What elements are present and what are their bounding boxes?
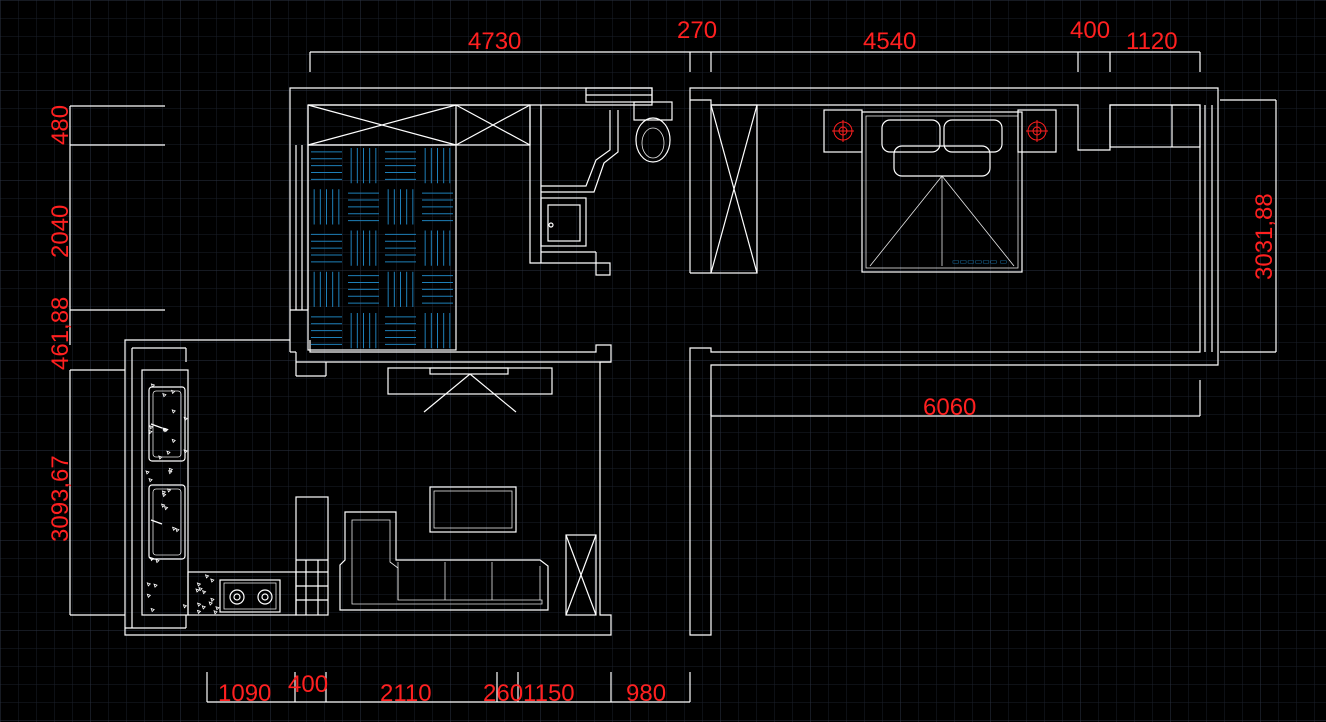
kitchen-sink-icon — [148, 386, 186, 462]
dim-top-270: 270 — [677, 17, 717, 44]
bedroom-closet — [689, 100, 758, 274]
shelf-left — [295, 496, 329, 616]
coffee-table-icon — [429, 486, 517, 533]
dim-left-480: 480 — [47, 105, 74, 145]
walls — [124, 87, 1219, 636]
kitchen-counter — [141, 369, 297, 616]
dim-bottom-2601150: 2601150 — [483, 680, 575, 707]
cabinet-right — [565, 534, 597, 616]
bed-label-text: ▭▭▭▭▭▭ ▭ — [952, 257, 1007, 266]
dim-left-461-88: 461,88 — [47, 297, 74, 370]
nightstand-lamp-icon — [823, 109, 863, 153]
tv-cabinet-icon — [387, 367, 553, 413]
floor-area-outline — [307, 144, 457, 351]
dim-left-3093-67: 3093,67 — [47, 455, 74, 542]
nightstand-lamp-icon — [1017, 109, 1057, 153]
bed-icon — [861, 111, 1023, 273]
granite-speckle-pattern — [145, 383, 220, 615]
toilet-icon — [633, 101, 673, 163]
dim-top-400: 400 — [1070, 17, 1110, 44]
dim-top-1120: 1120 — [1126, 28, 1178, 55]
dimension-lines — [69, 51, 1277, 703]
dim-right-3031-88: 3031,88 — [1251, 193, 1278, 280]
washbasin-icon — [540, 197, 587, 247]
bedroom-shelf — [1109, 104, 1201, 148]
dimension-labels: 4730 270 4540 400 1120 480 2040 461,88 3… — [47, 17, 1278, 707]
dim-top-4730: 4730 — [468, 28, 521, 55]
gas-stove-icon — [219, 579, 281, 613]
dim-bottom-980: 980 — [626, 680, 666, 707]
kitchen-sink-icon — [148, 484, 186, 560]
dim-bottom-1090: 1090 — [218, 680, 271, 707]
shower-partition — [541, 110, 619, 193]
sofa-icon — [339, 511, 549, 611]
dim-top-4540: 4540 — [863, 28, 916, 55]
dim-bedroom-6060: 6060 — [923, 394, 976, 421]
dim-bottom-2110: 2110 — [380, 680, 432, 707]
dim-bottom-400: 400 — [288, 671, 328, 698]
parquet-floor-icon — [311, 148, 453, 349]
dim-left-2040: 2040 — [47, 205, 74, 258]
